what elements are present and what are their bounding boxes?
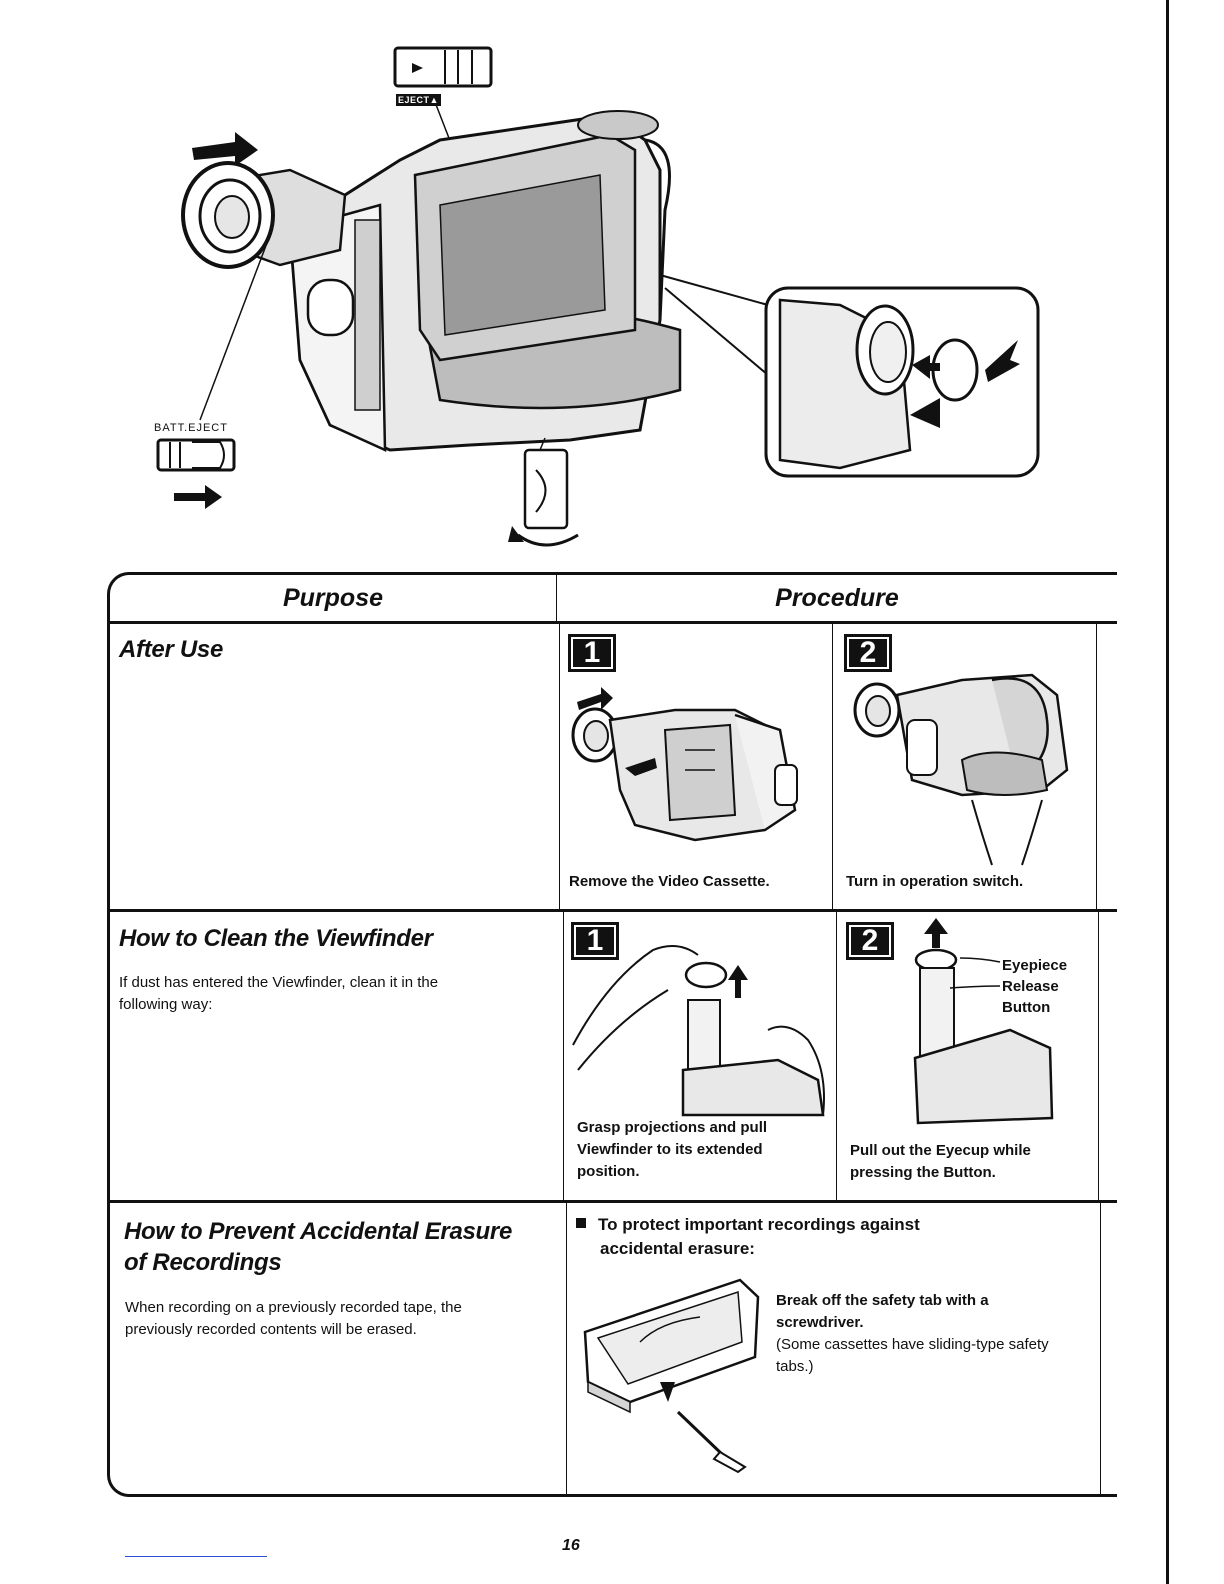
break-tab-instruction-line-1: Break off the safety tab with a bbox=[776, 1292, 989, 1309]
cassette-safety-tab-drawing bbox=[583, 1278, 760, 1474]
camcorder-drawing bbox=[156, 46, 1040, 547]
eject-button-detail bbox=[393, 46, 493, 88]
batt-eject-label: BATT.EJECT bbox=[154, 422, 228, 434]
clean-viewfinder-body-line-1: If dust has entered the Viewfinder, clea… bbox=[119, 974, 439, 991]
protect-recordings-bullet: To protect important recordings against bbox=[576, 1213, 920, 1237]
row-divider-2 bbox=[110, 1200, 1117, 1203]
after-use-step-1-caption: Remove the Video Cassette. bbox=[569, 873, 770, 890]
row2-step-divider bbox=[836, 911, 837, 1201]
camcorder-illustration: EJECT▲ BATT.EJECT bbox=[140, 30, 1060, 560]
clean-viewfinder-step-1-caption-line-3: position. bbox=[577, 1163, 640, 1180]
batt-eject-switch bbox=[156, 234, 271, 509]
page-number: 16 bbox=[562, 1537, 580, 1554]
after-use-title: After Use bbox=[119, 636, 223, 663]
header-row-divider bbox=[110, 621, 1117, 624]
remove-cassette-drawing bbox=[571, 687, 798, 842]
eyepiece-callout-line-1: Eyepiece bbox=[1002, 957, 1068, 974]
sliding-tab-note-line-1: (Some cassettes have sliding-type safety bbox=[776, 1336, 1049, 1353]
camcorder-body bbox=[181, 110, 682, 452]
clean-viewfinder-step-2-badge: 2 bbox=[846, 922, 894, 960]
clean-viewfinder-step-1-badge: 1 bbox=[571, 922, 619, 960]
bullet-square-icon bbox=[576, 1218, 586, 1228]
footer-link-underline bbox=[125, 1556, 267, 1557]
row1-col-divider bbox=[559, 622, 560, 910]
eyepiece-callout-line-2: Release bbox=[1002, 978, 1059, 995]
purpose-column-header: Purpose bbox=[282, 584, 384, 612]
break-tab-instruction-line-2: screwdriver. bbox=[776, 1314, 864, 1331]
row-divider-1 bbox=[110, 909, 1117, 912]
page-edge-rule bbox=[1166, 0, 1169, 1584]
sliding-tab-note-line-2: tabs.) bbox=[776, 1358, 814, 1375]
row3-right-divider bbox=[1100, 1202, 1101, 1494]
procedure-column-header: Procedure bbox=[775, 584, 899, 612]
row1-right-divider bbox=[1096, 622, 1097, 910]
after-use-step-1-badge: 1 bbox=[568, 634, 616, 672]
instruction-table bbox=[107, 572, 1117, 1497]
clean-viewfinder-body-line-2: following way: bbox=[119, 996, 213, 1013]
eyepiece-callout-line-3: Button bbox=[1002, 999, 1051, 1016]
row1-step-divider bbox=[832, 622, 833, 910]
prevent-erasure-body-line-1: When recording on a previously recorded … bbox=[125, 1299, 462, 1316]
after-use-step-2-badge: 2 bbox=[844, 634, 892, 672]
protect-recordings-line-2: accidental erasure: bbox=[600, 1239, 755, 1258]
after-use-step-2-caption: Turn in operation switch. bbox=[846, 873, 1024, 890]
cassette-eject-detail bbox=[508, 437, 579, 547]
operation-switch-drawing bbox=[853, 673, 1069, 866]
prevent-erasure-title-line-2: of Recordings bbox=[124, 1249, 282, 1276]
row2-right-divider bbox=[1098, 911, 1099, 1201]
prevent-erasure-title-line-1: How to Prevent Accidental Erasure bbox=[124, 1218, 512, 1245]
prevent-erasure-body-line-2: previously recorded contents will be era… bbox=[125, 1321, 417, 1338]
clean-viewfinder-step-1-caption-line-1: Grasp projections and pull bbox=[577, 1119, 768, 1136]
extend-viewfinder-drawing bbox=[572, 945, 825, 1117]
protect-recordings-line-1: To protect important recordings against bbox=[598, 1215, 920, 1234]
eyecup-release-drawing bbox=[913, 918, 1054, 1125]
clean-viewfinder-step-1-caption-line-2: Viewfinder to its extended bbox=[577, 1141, 763, 1158]
lens-cap-inset bbox=[659, 274, 1040, 478]
header-column-divider bbox=[556, 575, 557, 622]
eject-label: EJECT▲ bbox=[396, 94, 441, 106]
row3-col-divider bbox=[566, 1202, 567, 1494]
insert-arrow bbox=[192, 132, 258, 166]
clean-viewfinder-title: How to Clean the Viewfinder bbox=[119, 925, 433, 952]
row2-col-divider bbox=[563, 911, 564, 1201]
clean-viewfinder-step-2-caption-line-1: Pull out the Eyecup while bbox=[850, 1142, 1031, 1159]
clean-viewfinder-step-2-caption-line-2: pressing the Button. bbox=[850, 1164, 996, 1181]
